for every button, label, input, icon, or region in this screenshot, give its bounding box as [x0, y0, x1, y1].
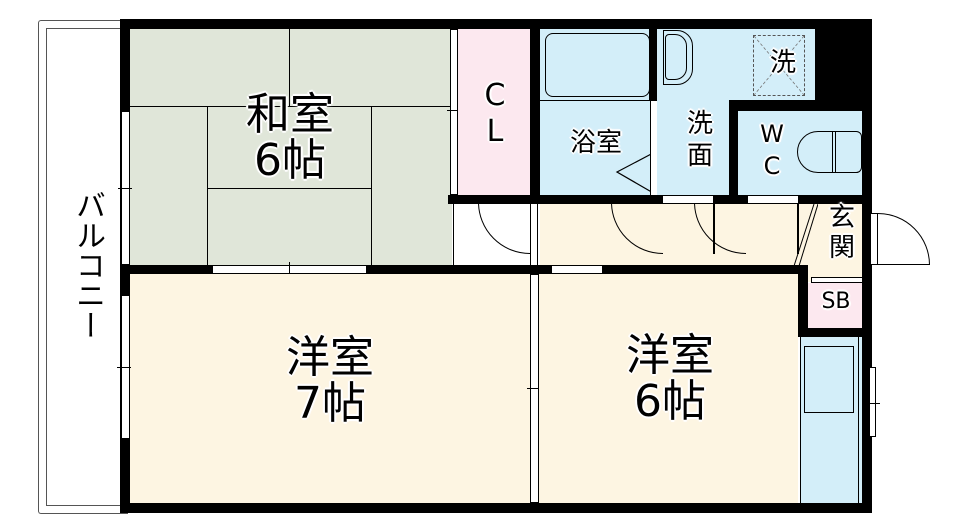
room-washitsu: [130, 29, 452, 265]
closet-youshitsu6: [800, 337, 862, 503]
washroom-label: 洗 面: [680, 108, 720, 172]
washroom-line1: 洗: [686, 109, 713, 139]
tatami-line: [207, 188, 372, 189]
bathroom-name: 浴室: [569, 128, 622, 158]
washitsu-label: 和室 6帖: [200, 89, 380, 187]
tatami-line: [289, 29, 290, 107]
washitsu-name: 和室: [246, 89, 334, 140]
closet-fixture: [804, 346, 854, 413]
shoebox-name: SB: [821, 289, 851, 314]
bathtub: [545, 33, 650, 97]
wall-wash-wc-top: [730, 100, 872, 111]
youshitsu6-name: 洋室: [626, 330, 714, 381]
entrance-label: 玄 関: [822, 203, 862, 263]
room-washroom-lower: [657, 100, 730, 195]
wall-cl-bottom: [448, 195, 540, 204]
closet-label-l: L: [486, 114, 504, 149]
tatami-line: [207, 106, 208, 265]
washbasin-inner: [665, 34, 687, 80]
toilet-bowl: [797, 131, 862, 173]
wall-wash-wc: [729, 100, 738, 204]
washbasin: [663, 30, 693, 85]
room-youshitsu-6-ext: [539, 274, 798, 503]
window-washitsu-cl-sliding: [450, 29, 458, 195]
wall-sb-bottom: [798, 328, 872, 337]
room-closet: [458, 29, 530, 195]
washer-label: 洗: [763, 48, 803, 78]
youshitsu7-name: 洋室: [286, 332, 374, 383]
wall-hallway-bottom: [530, 265, 808, 274]
toilet-tank: [832, 131, 836, 173]
washroom-line2: 面: [686, 141, 713, 171]
tatami-line: [453, 200, 454, 265]
entrance-line2: 関: [828, 233, 855, 263]
tatami-line: [371, 106, 372, 265]
outer-wall-bottom: [120, 503, 872, 513]
door-washroom[interactable]: [662, 195, 714, 204]
door-washitsu[interactable]: [530, 204, 538, 265]
wall-cl-bath: [530, 19, 540, 204]
wc-line2: C: [763, 152, 781, 180]
window-mullion: [866, 403, 880, 404]
shoebox-label: SB: [812, 290, 860, 313]
bath-door-icon: [615, 151, 656, 195]
tatami-line: [130, 106, 450, 107]
balcony-label-text: バルコニー: [70, 190, 105, 340]
youshitsu6-size: 6帖: [634, 376, 706, 428]
balcony-inner-line: [46, 28, 126, 506]
shoebox-top: [811, 277, 863, 283]
door-threshold: [878, 264, 930, 265]
door-wc[interactable]: [747, 195, 799, 204]
room-bathroom: [540, 29, 656, 195]
youshitsu6-label: 洋室 6帖: [580, 330, 760, 428]
closet-label: C L: [470, 78, 520, 150]
door-bathroom[interactable]: [650, 101, 656, 195]
room-shoebox: [808, 283, 862, 328]
washer-space: [753, 35, 805, 96]
washer-cross-icon: [754, 36, 804, 95]
washer-name: 洗: [769, 48, 796, 78]
balcony: [38, 20, 128, 514]
youshitsu7-size: 7帖: [294, 378, 366, 430]
entrance-line1: 玄: [828, 203, 855, 233]
closet-divider: [858, 337, 859, 503]
window-mullion: [289, 262, 290, 276]
washitsu-size: 6帖: [254, 135, 326, 187]
closet-label-c: C: [484, 78, 506, 113]
door-youshitsu6[interactable]: [551, 265, 603, 274]
room-youshitsu-7: [130, 274, 530, 503]
wall-sb-left: [798, 265, 808, 335]
room-entrance: [808, 204, 862, 282]
front-door[interactable]: [870, 213, 878, 265]
wc-label: W C: [752, 118, 792, 182]
outer-wall-right: [862, 19, 872, 513]
balcony-label: バルコニー: [64, 190, 105, 340]
bathtub-edge: [540, 100, 656, 101]
youshitsu7-label: 洋室 7帖: [240, 332, 420, 430]
bathroom-label: 浴室: [556, 128, 636, 158]
wall-block-top-right: [815, 19, 872, 102]
slide-mark: [447, 110, 461, 111]
step-line-icon: [793, 204, 818, 266]
window-mullion: [117, 367, 131, 368]
window-mullion: [118, 188, 132, 189]
wall-bath-wash: [649, 19, 657, 101]
window-east: [869, 367, 876, 437]
slide-mark: [527, 388, 541, 389]
outer-wall-top: [120, 19, 872, 29]
door-leaf: [797, 204, 799, 254]
wc-line1: W: [760, 120, 784, 148]
